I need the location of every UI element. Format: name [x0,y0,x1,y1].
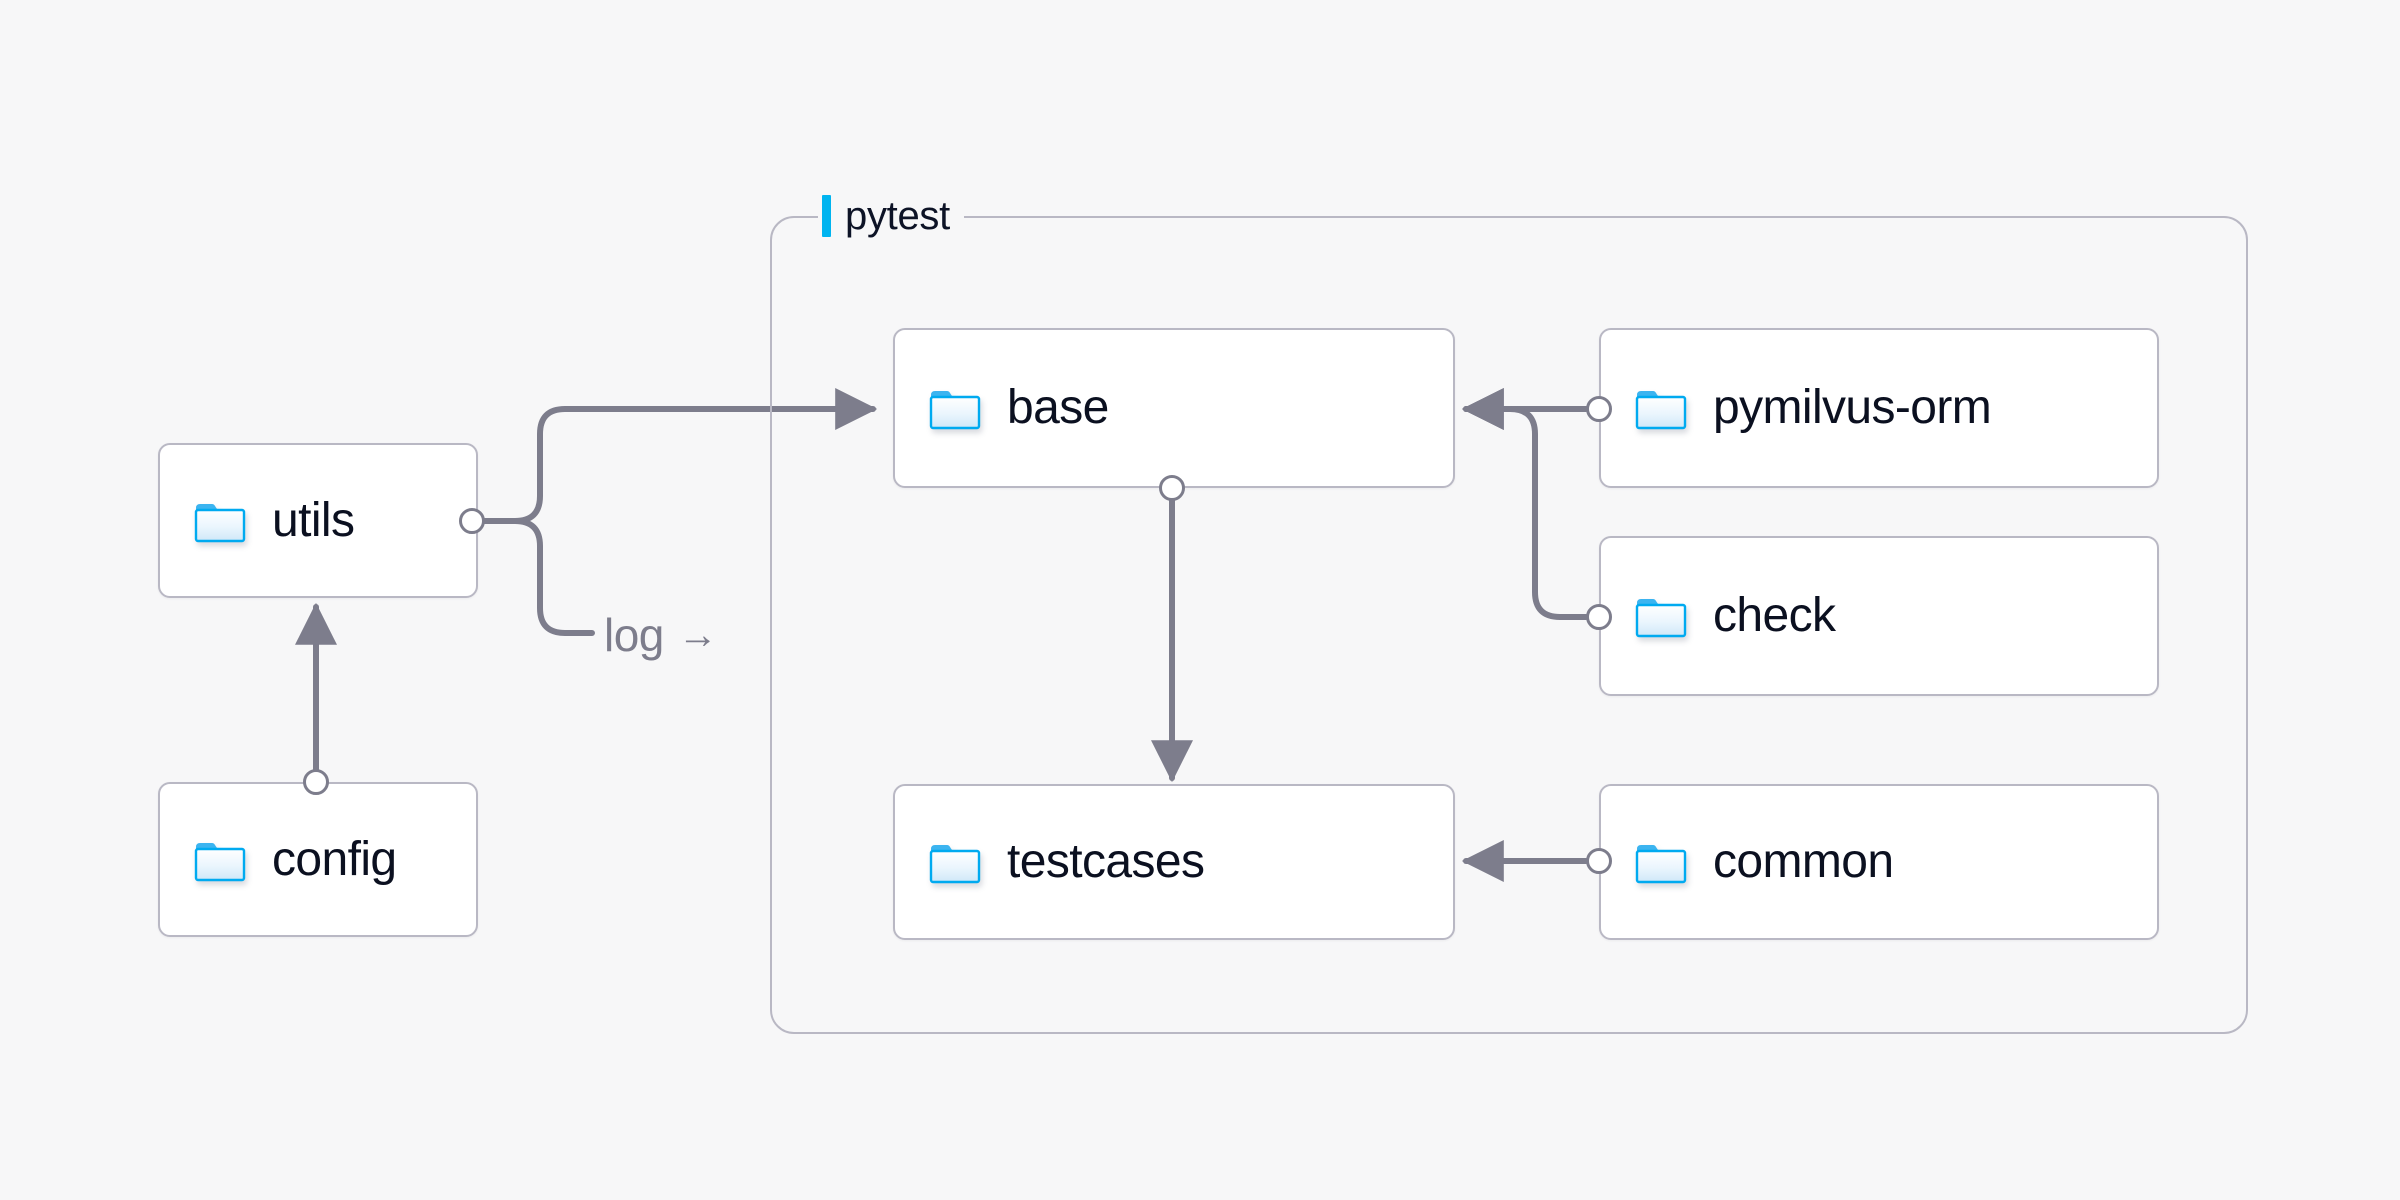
folder-icon [1635,599,1687,638]
group-accent-bar [822,195,831,237]
handle-base-bottom[interactable] [1159,475,1185,501]
node-label: common [1713,835,1894,888]
handle-config-top[interactable] [303,769,329,795]
edge-utils-log [482,518,595,636]
node-config[interactable]: config [158,782,478,937]
folder-icon [929,845,981,884]
node-testcases[interactable]: testcases [893,784,1455,940]
folder-icon [1635,845,1687,884]
node-label: config [272,832,397,886]
edge-label-text: log [604,609,664,661]
handle-pymilvus-orm-left[interactable] [1586,396,1612,422]
folder-icon [194,503,246,542]
node-check[interactable]: check [1599,536,2159,696]
node-label: base [1007,381,1109,434]
handle-check-left[interactable] [1586,604,1612,630]
group-label-text: pytest [845,193,950,238]
node-label: testcases [1007,835,1205,888]
folder-icon [194,842,246,881]
folder-icon [1635,391,1687,430]
pytest-group-label: pytest [818,193,964,239]
pytest-group-container[interactable] [770,216,2248,1034]
node-base[interactable]: base [893,328,1455,488]
node-common[interactable]: common [1599,784,2159,940]
node-utils[interactable]: utils [158,443,478,598]
edge-label-log[interactable]: log → [604,612,718,658]
arrow-right-icon: → [677,613,718,657]
node-label: utils [272,493,355,547]
folder-icon [929,391,981,430]
handle-common-left[interactable] [1586,848,1612,874]
node-label: check [1713,589,1836,642]
handle-utils-right[interactable] [459,508,485,534]
node-label: pymilvus-orm [1713,381,1992,434]
node-pymilvus-orm[interactable]: pymilvus-orm [1599,328,2159,488]
